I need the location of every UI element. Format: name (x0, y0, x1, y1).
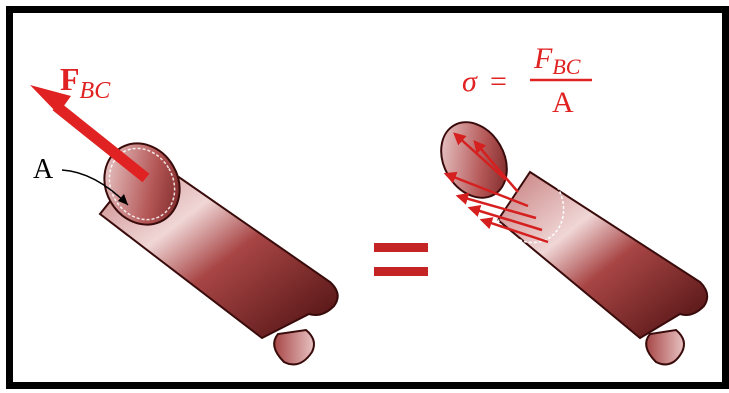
force-label: FBC (60, 61, 111, 104)
sigma-symbol: σ (462, 65, 478, 98)
right-rod (491, 164, 709, 366)
stress-formula: σ = FBC A (462, 42, 592, 119)
formula-numerator: FBC (533, 42, 581, 79)
left-rod (98, 142, 339, 366)
formula-equals: = (490, 65, 507, 98)
area-label: A (33, 154, 54, 185)
left-rod-broken-end (273, 328, 315, 366)
stress-arrows (443, 132, 549, 244)
force-arrow (30, 85, 150, 183)
right-cross-section (440, 121, 508, 199)
equals-sign (374, 243, 428, 276)
formula-denominator: A (552, 86, 574, 119)
